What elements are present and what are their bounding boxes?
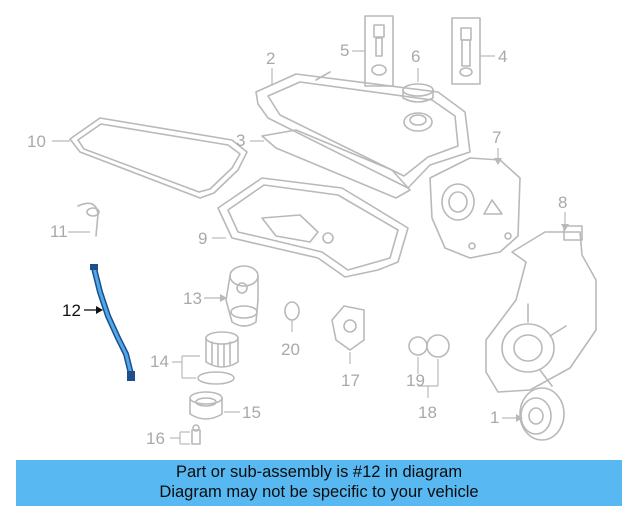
callout-5: 5 xyxy=(340,41,365,60)
callout-4: 4 xyxy=(480,47,507,66)
part-6-filler-cap xyxy=(402,68,434,103)
svg-text:2: 2 xyxy=(266,49,275,68)
callout-2: 2 xyxy=(266,49,275,86)
svg-text:15: 15 xyxy=(242,403,261,422)
svg-text:11: 11 xyxy=(50,222,68,241)
svg-text:8: 8 xyxy=(558,193,567,212)
callout-17: 17 xyxy=(341,371,360,390)
part-17-bracket xyxy=(331,305,365,364)
svg-text:19: 19 xyxy=(406,371,425,390)
svg-text:10: 10 xyxy=(27,132,46,151)
svg-text:17: 17 xyxy=(341,371,360,390)
svg-text:16: 16 xyxy=(146,429,165,448)
part-3-cover-gasket xyxy=(261,129,411,199)
part-20-oring xyxy=(284,301,300,332)
callout-14: 14 xyxy=(150,352,200,379)
callout-10: 10 xyxy=(27,132,70,151)
callout-7: 7 xyxy=(492,128,502,165)
svg-text:18: 18 xyxy=(418,403,437,422)
part-4-seal xyxy=(451,17,481,85)
callout-11: 11 xyxy=(50,222,90,241)
part-12-highlighted[interactable] xyxy=(90,264,135,381)
part-2-valve-cover xyxy=(255,71,471,189)
callout-18: 18 xyxy=(418,403,437,422)
info-banner: Part or sub-assembly is #12 in diagram D… xyxy=(16,460,622,506)
part-9-oil-pan xyxy=(217,177,409,278)
parts-diagram: 10 9 2 3 5 xyxy=(27,15,597,448)
svg-text:3: 3 xyxy=(236,131,245,150)
part-11-dipstick xyxy=(77,202,100,237)
callout-1: 1 xyxy=(490,408,523,427)
svg-text:13: 13 xyxy=(183,289,202,308)
callout-15: 15 xyxy=(224,403,261,422)
callout-6: 6 xyxy=(411,47,420,66)
callout-8: 8 xyxy=(558,193,569,231)
part-8-lower-cover xyxy=(485,225,597,393)
svg-text:1: 1 xyxy=(490,408,499,427)
svg-text:7: 7 xyxy=(492,128,501,147)
part-1-pulley xyxy=(519,387,565,441)
svg-text:9: 9 xyxy=(198,229,207,248)
callout-20: 20 xyxy=(281,340,300,359)
part-14-filter-element xyxy=(197,331,239,385)
part-18-19-seals xyxy=(408,334,450,398)
callout-9: 9 xyxy=(198,229,226,248)
part-7-timing-cover xyxy=(429,157,521,259)
svg-text:12: 12 xyxy=(62,301,81,320)
callout-16: 16 xyxy=(146,429,190,448)
svg-text:20: 20 xyxy=(281,340,300,359)
callout-12: 12 xyxy=(62,301,103,320)
svg-text:5: 5 xyxy=(340,41,349,60)
part-13-filter-housing xyxy=(225,265,259,327)
part-16-sensor xyxy=(191,424,201,445)
svg-text:4: 4 xyxy=(498,47,507,66)
svg-text:6: 6 xyxy=(411,47,420,66)
part-10-gasket xyxy=(69,117,248,199)
part-15-filter-cap xyxy=(189,391,223,420)
part-5-grommet xyxy=(364,15,394,87)
banner-line-1: Part or sub-assembly is #12 in diagram xyxy=(175,463,463,481)
callout-13: 13 xyxy=(183,289,227,308)
svg-text:14: 14 xyxy=(150,352,169,371)
banner-line-2: Diagram may not be specific to your vehi… xyxy=(159,483,479,501)
callout-3: 3 xyxy=(236,131,264,150)
callout-19: 19 xyxy=(406,371,425,390)
